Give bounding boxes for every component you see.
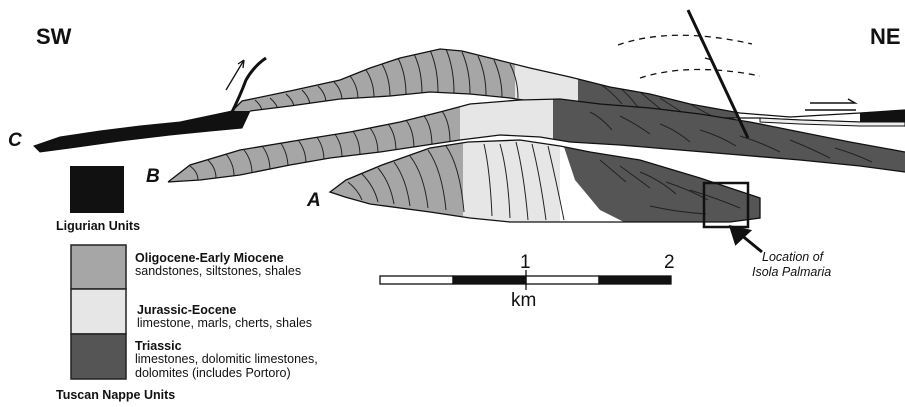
legend-swatch-oligocene	[71, 245, 126, 289]
legend-triassic-title: Triassic	[135, 339, 182, 353]
dashed-fault-trace-lower	[640, 69, 760, 78]
location-arrow-icon	[731, 227, 762, 252]
legend-jurassic-title: Jurassic-Eocene	[137, 303, 236, 317]
legend-ligurian-title: Ligurian Units	[56, 219, 140, 233]
thrust-arrow-icon	[810, 99, 855, 103]
legend-jurassic-desc: limestone, marls, cherts, shales	[137, 317, 312, 330]
scale-unit-label: km	[511, 290, 536, 312]
fault-slip-arrow-icon	[697, 28, 712, 60]
location-label-line1: Location of	[762, 250, 823, 264]
orientation-ne-label: NE	[870, 24, 901, 50]
location-label-line2: Isola Palmaria	[752, 265, 831, 279]
scale-tick-1: 1	[520, 252, 531, 274]
scale-tick-2: 2	[664, 252, 675, 274]
legend-oligocene-title: Oligocene-Early Miocene	[135, 251, 284, 265]
profile-a-label: A	[307, 190, 321, 212]
legend-oligocene-desc: sandstones, siltstones, shales	[135, 265, 301, 278]
legend-triassic-desc-line1: limestones, dolomitic limestones,	[135, 353, 318, 366]
legend-tuscan-group-title: Tuscan Nappe Units	[56, 388, 175, 402]
profile-c-ligurian-band	[34, 111, 250, 152]
profile-c-label: C	[8, 130, 22, 152]
legend-swatch-triassic	[71, 334, 126, 379]
reverse-fault-arrow-icon	[226, 60, 244, 90]
legend-triassic-desc-line2: dolomites (includes Portoro)	[135, 367, 291, 380]
legend-swatch-jurassic	[71, 289, 126, 334]
profile-c-east-ligurian	[860, 40, 905, 130]
orientation-sw-label: SW	[36, 24, 71, 50]
profile-b-label: B	[146, 166, 160, 188]
legend-swatch-ligurian	[70, 166, 124, 213]
dashed-fault-trace-upper	[618, 35, 752, 45]
